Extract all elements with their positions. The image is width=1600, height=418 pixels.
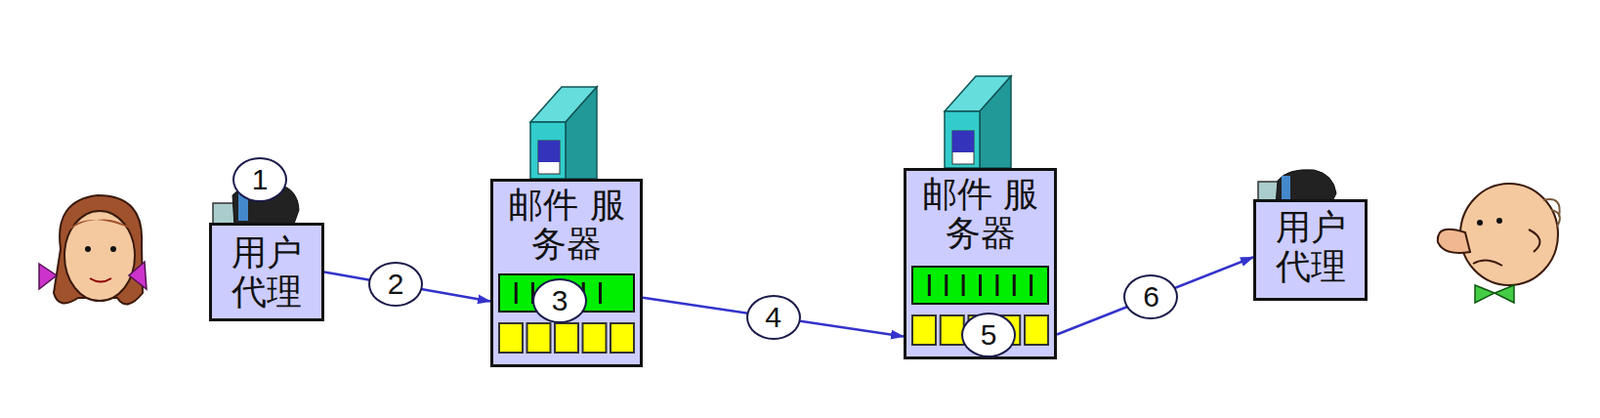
- arrow-connector: [1056, 256, 1254, 335]
- server-tower: [530, 86, 597, 179]
- callout-number: 2: [368, 261, 423, 307]
- node-label: 邮件 服务器: [497, 185, 636, 263]
- callout-number: 4: [746, 294, 801, 340]
- server-tower: [944, 76, 1011, 169]
- mail-server-box: 邮件 服务器: [490, 178, 643, 368]
- callout-number: 3: [532, 278, 588, 324]
- callout-number: 1: [232, 157, 288, 203]
- user-agent-box: 用户 代理: [1253, 199, 1368, 301]
- callout-number: 6: [1123, 274, 1179, 320]
- callout-number: 5: [961, 312, 1016, 358]
- node-label: 用户 代理: [215, 233, 318, 311]
- node-label: 用户 代理: [1260, 208, 1361, 286]
- user-agent-box: 用户 代理: [209, 222, 325, 322]
- node-label: 邮件 服务器: [910, 174, 1051, 253]
- man-figure: [1437, 183, 1560, 303]
- woman-figure: [39, 195, 147, 304]
